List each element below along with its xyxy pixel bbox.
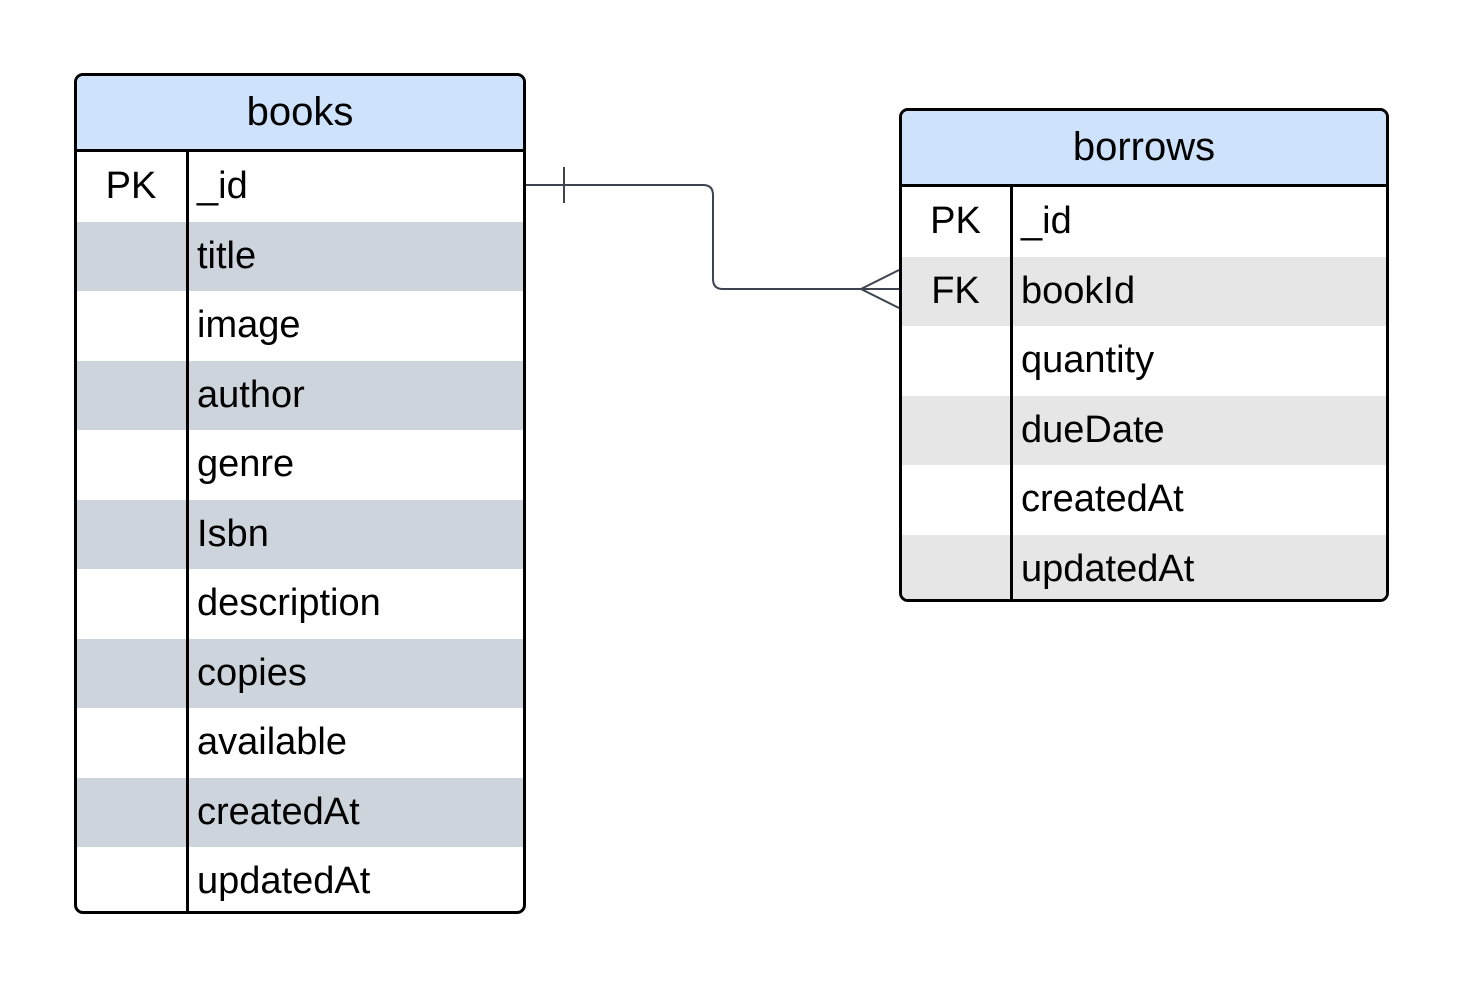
field-name: updatedAt xyxy=(197,860,371,903)
borrows-row-bookid[interactable]: FK bookId xyxy=(902,256,1386,326)
books-row-copies[interactable]: copies xyxy=(77,638,523,708)
books-row-description[interactable]: description xyxy=(77,569,523,639)
borrows-entity-header: borrows xyxy=(902,111,1386,187)
field-name: createdAt xyxy=(1021,478,1184,521)
field-name: createdAt xyxy=(197,790,360,833)
books-row-available[interactable]: available xyxy=(77,708,523,778)
field-name: author xyxy=(197,373,305,416)
field-name: bookId xyxy=(1021,269,1136,312)
borrows-row-updatedat[interactable]: updatedAt xyxy=(902,534,1386,599)
books-row-genre[interactable]: genre xyxy=(77,430,523,500)
books-row-isbn[interactable]: Isbn xyxy=(77,499,523,569)
borrows-row-quantity[interactable]: quantity xyxy=(902,326,1386,396)
primary-key-label: PK xyxy=(105,165,157,208)
field-name: quantity xyxy=(1021,339,1155,382)
many-cardinality-crowsfoot-icon xyxy=(858,269,900,309)
books-row-createdat[interactable]: createdAt xyxy=(77,777,523,847)
books-row-author[interactable]: author xyxy=(77,360,523,430)
borrows-row-duedate[interactable]: dueDate xyxy=(902,395,1386,465)
field-name: title xyxy=(197,234,257,277)
field-name: available xyxy=(197,721,347,764)
books-entity-header: books xyxy=(77,76,523,152)
books-entity-body: PK _id title image author genre Isbn desc… xyxy=(77,152,523,911)
field-name: image xyxy=(197,304,301,347)
field-name: _id xyxy=(197,165,248,208)
primary-key-label: PK xyxy=(930,200,981,243)
books-row-title[interactable]: title xyxy=(77,221,523,291)
books-row-updatedat[interactable]: updatedAt xyxy=(77,847,523,911)
borrows-row-createdat[interactable]: createdAt xyxy=(902,465,1386,535)
field-name: genre xyxy=(197,443,295,486)
field-name: copies xyxy=(197,651,307,694)
books-row-id[interactable]: PK _id xyxy=(77,152,523,222)
relationship-line[interactable] xyxy=(526,184,899,290)
borrows-entity[interactable]: borrows PK _id FK bookId quantity dueDate … xyxy=(899,108,1389,602)
field-name: description xyxy=(197,582,381,625)
field-name: Isbn xyxy=(197,512,269,555)
borrows-row-id[interactable]: PK _id xyxy=(902,187,1386,257)
field-name: _id xyxy=(1021,200,1072,243)
books-row-image[interactable]: image xyxy=(77,291,523,361)
borrows-entity-body: PK _id FK bookId quantity dueDate createdA… xyxy=(902,187,1386,599)
field-name: dueDate xyxy=(1021,408,1165,451)
books-entity[interactable]: books PK _id title image author genre Isb… xyxy=(74,73,526,914)
foreign-key-label: FK xyxy=(931,269,980,312)
field-name: updatedAt xyxy=(1021,547,1195,590)
